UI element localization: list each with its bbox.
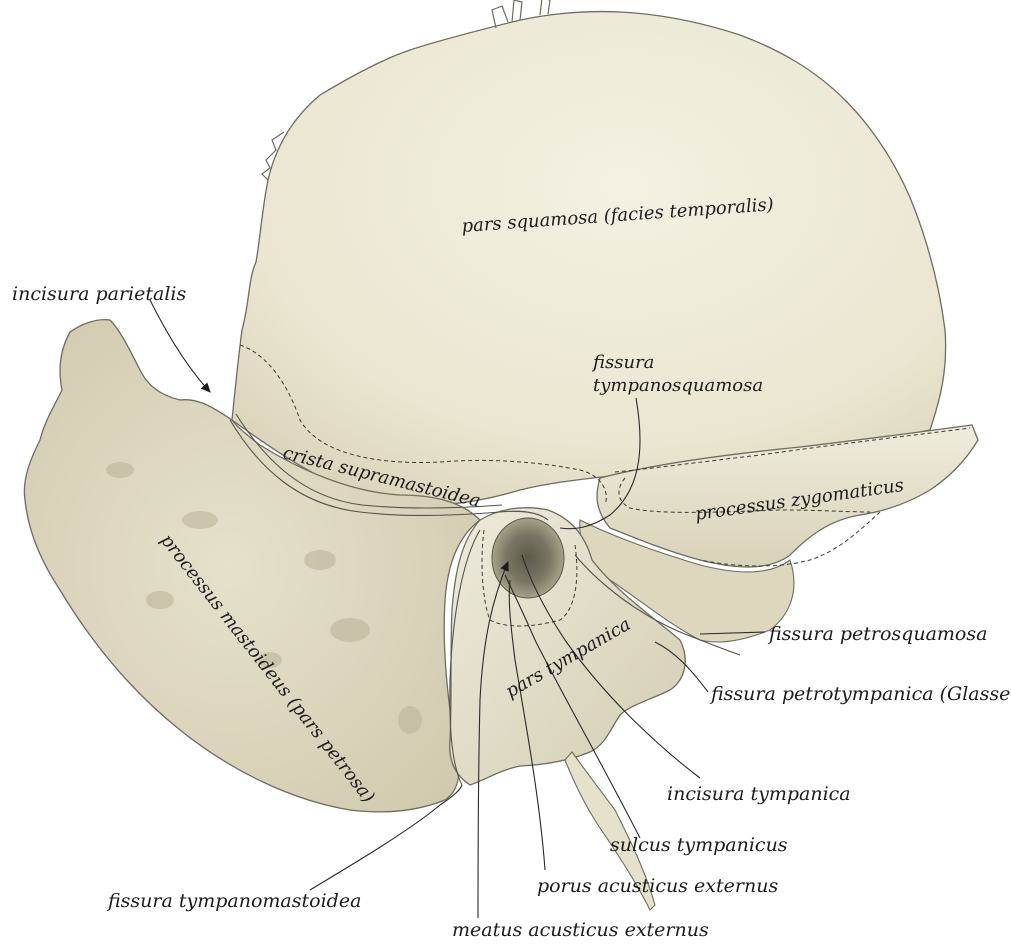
label-fissura-tympanomastoidea: fissura tympanomastoidea — [106, 890, 361, 912]
label-porus-acusticus-externus: porus acusticus externus — [537, 875, 778, 897]
label-fissura-tympanosquamosa-2: tympanosquamosa — [593, 375, 763, 396]
label-sulcus-tympanicus: sulcus tympanicus — [610, 834, 788, 856]
label-meatus-acusticus-externus: meatus acusticus externus — [452, 919, 709, 941]
label-incisura-parietalis: incisura parietalis — [12, 283, 186, 305]
label-fissura-petrosquamosa: fissura petrosquamosa — [767, 623, 987, 645]
pars-squamosa-shape — [232, 12, 946, 506]
label-incisura-tympanica: incisura tympanica — [667, 783, 851, 805]
label-fissura-tympanosquamosa-1: fissura — [591, 352, 654, 373]
leader-incisura-parietalis — [150, 300, 210, 392]
porus-acusticus-externus-opening — [492, 518, 564, 598]
label-fissura-petrotympanica: fissura petrotympanica (Glasseri) — [709, 683, 1011, 705]
